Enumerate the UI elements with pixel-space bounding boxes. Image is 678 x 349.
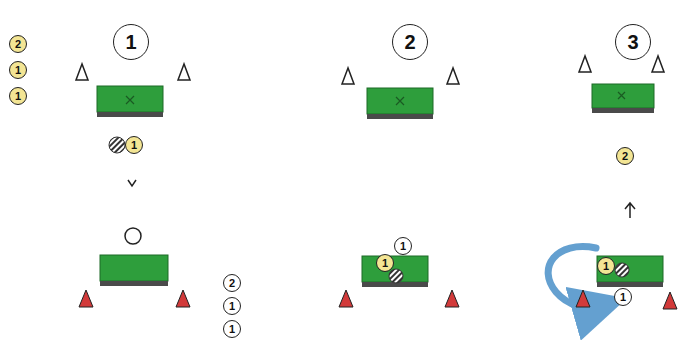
player-number: 2 xyxy=(229,278,235,289)
panel-two-field xyxy=(339,68,459,307)
player-number: 1 xyxy=(382,258,388,269)
player-number: 1 xyxy=(400,241,406,252)
player-number: 1 xyxy=(131,140,137,151)
player-number: 1 xyxy=(620,292,626,303)
player-number: 1 xyxy=(15,91,21,102)
player-number: 2 xyxy=(404,32,415,52)
waiting-player: 1 xyxy=(223,320,241,338)
panel-three-field xyxy=(548,56,677,309)
defender-player: 1 xyxy=(394,237,412,255)
step-number: 2 xyxy=(392,24,428,60)
waiting-player: 1 xyxy=(223,297,241,315)
attacker-player: 1 xyxy=(125,136,143,154)
player-number: 1 xyxy=(229,301,235,312)
player-number: 1 xyxy=(603,261,609,272)
panel-one-field xyxy=(76,64,190,307)
attacker-player: 1 xyxy=(597,257,615,275)
player-number: 3 xyxy=(627,32,638,52)
player-number: 1 xyxy=(229,324,235,335)
waiting-player: 1 xyxy=(9,61,27,79)
waiting-player: 2 xyxy=(9,35,27,53)
defender-player: 1 xyxy=(614,288,632,306)
waiting-player: 1 xyxy=(9,87,27,105)
attacker-player: 2 xyxy=(616,147,634,165)
step-number: 3 xyxy=(615,24,651,60)
player-number: 1 xyxy=(125,32,136,52)
step-number: 1 xyxy=(113,24,149,60)
waiting-player: 2 xyxy=(223,274,241,292)
player-number: 2 xyxy=(622,151,628,162)
player-number: 1 xyxy=(15,65,21,76)
attacker-player: 1 xyxy=(376,254,394,272)
player-number: 2 xyxy=(15,39,21,50)
